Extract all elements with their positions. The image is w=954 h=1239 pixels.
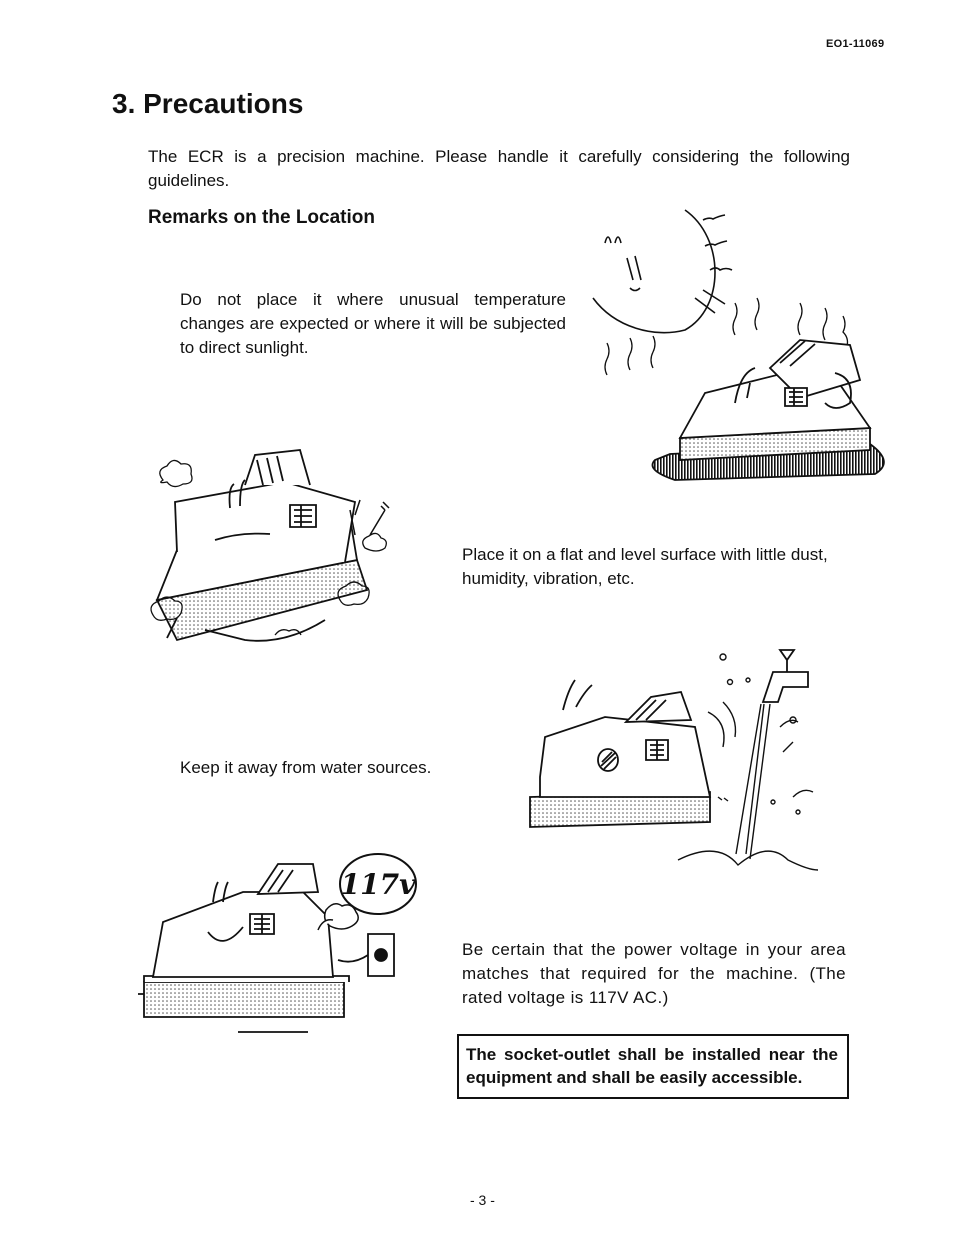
voltage-register-illustration: 117v: [138, 832, 428, 1037]
section-subheading: Remarks on the Location: [148, 207, 375, 228]
vibration-spark-icon: [350, 500, 389, 535]
remark-sunlight: Do not place it where unusual temperatur…: [180, 290, 566, 357]
cash-register-icon: [157, 450, 367, 641]
water-register-illustration: [518, 632, 818, 877]
hand-icon: [318, 904, 358, 930]
dusty-register-illustration: [145, 440, 415, 655]
water-splash-icon: [678, 654, 818, 870]
cash-register-icon: [530, 680, 710, 827]
power-outlet-icon: [338, 934, 394, 976]
page-number: - 3 -: [470, 1192, 495, 1208]
remark-flat-surface: Place it on a flat and level surface wit…: [462, 545, 828, 588]
notice-box: The socket-outlet shall be installed nea…: [457, 1034, 849, 1099]
sun-icon: [593, 210, 732, 333]
voltage-badge-label: 117v: [341, 868, 416, 901]
heat-wave-icon: [605, 298, 848, 375]
intro-paragraph: The ECR is a precision machine. Please h…: [148, 147, 850, 190]
cash-register-icon: [653, 340, 884, 480]
remark-water: Keep it away from water sources.: [180, 758, 432, 777]
voltage-badge-icon: 117v: [340, 854, 416, 914]
dust-cloud-icon: [151, 460, 386, 635]
cash-register-icon: [138, 864, 349, 1032]
page-title: 3. Precautions: [112, 88, 304, 119]
remark-voltage: Be certain that the power voltage in you…: [462, 940, 846, 1007]
sun-register-illustration: [585, 198, 885, 493]
faucet-icon: [763, 650, 808, 702]
document-code: EO1-11069: [826, 38, 885, 50]
